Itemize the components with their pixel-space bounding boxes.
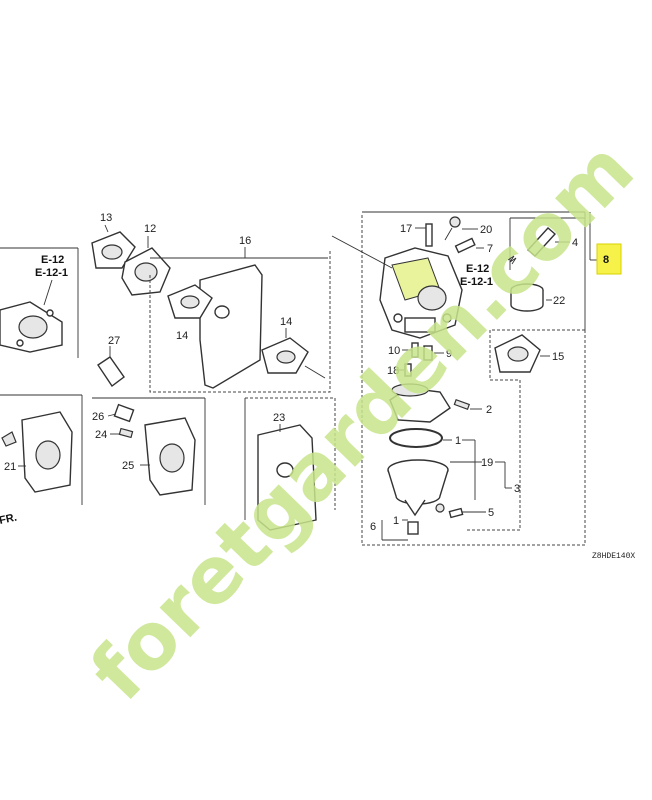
highlight-callout-8 [596,243,622,275]
callout-1b[interactable]: 1 [393,515,399,527]
callout-25[interactable]: 25 [122,460,134,472]
callout-16[interactable]: 16 [239,235,251,247]
callout-17[interactable]: 17 [400,223,412,235]
callout-24[interactable]: 24 [95,429,107,441]
needle-set-4 [507,227,570,265]
watermark: foretgarden.com [74,125,651,718]
gasket-13 [91,224,136,269]
callout-18[interactable]: 18 [387,365,399,377]
callout-8[interactable]: 8 [603,254,609,266]
screw-10 [402,342,419,358]
callout-5[interactable]: 5 [488,507,494,519]
callout-15[interactable]: 15 [552,351,564,363]
jet-18 [396,363,412,377]
callout-23[interactable]: 23 [273,412,285,424]
box-23 [244,397,336,520]
jet-9 [423,345,444,361]
bracket-21 [1,411,73,493]
plate-23 [257,424,317,531]
front-arrow-label: FR. [0,512,18,527]
box-16 [149,247,331,393]
float-11 [389,383,451,423]
callout-1a[interactable]: 1 [455,435,461,447]
insulator-12 [121,236,171,296]
pin-2 [453,398,482,410]
callout-7[interactable]: 7 [487,243,493,255]
callout-4[interactable]: 4 [572,237,578,249]
ref-left-e12-1[interactable]: E-12-1 [35,267,68,279]
cup-22 [510,283,552,312]
left-region [0,247,206,505]
callout-14a[interactable]: 14 [176,330,188,342]
ref-right-e12-1[interactable]: E-12-1 [460,276,493,288]
washer-20 [444,216,478,241]
plate-16 [199,264,263,389]
callout-19[interactable]: 19 [481,457,493,469]
callout-26[interactable]: 26 [92,411,104,423]
bracket-25 [140,417,196,496]
watermark-text: foretgarden.com [74,125,651,718]
pin-27 [97,346,125,388]
carburetor-body [331,235,463,339]
callout-12[interactable]: 12 [144,223,156,235]
gasket-14a [167,284,213,319]
callout-14b[interactable]: 14 [280,316,292,328]
screw-7 [454,237,484,254]
callout-20[interactable]: 20 [480,224,492,236]
pin-24 [110,427,134,439]
ref-left-e12[interactable]: E-12 [41,254,64,266]
diagram-code: Z8HDE140X [592,552,635,561]
callout-2[interactable]: 2 [486,404,492,416]
callout-10[interactable]: 10 [388,345,400,357]
gasket-15 [494,334,550,373]
callout-21[interactable]: 21 [4,461,16,473]
intake-joint-left [0,279,63,353]
float-bowl-19 [387,439,512,517]
screw-17 [415,223,433,247]
bolt-5 [435,503,486,519]
callout-27[interactable]: 27 [108,335,120,347]
callout-22[interactable]: 22 [553,295,565,307]
callout-3[interactable]: 3 [514,483,520,495]
callout-13[interactable]: 13 [100,212,112,224]
ref-right-e12[interactable]: E-12 [466,263,489,275]
bolt-26 [107,403,135,423]
drain-bolt-6 [381,519,419,541]
carburetor-assembly-frame [361,211,597,546]
callout-9[interactable]: 9 [446,348,452,360]
callout-6[interactable]: 6 [370,521,376,533]
gasket-14b [261,328,326,379]
gasket-ring-1 [389,428,452,448]
